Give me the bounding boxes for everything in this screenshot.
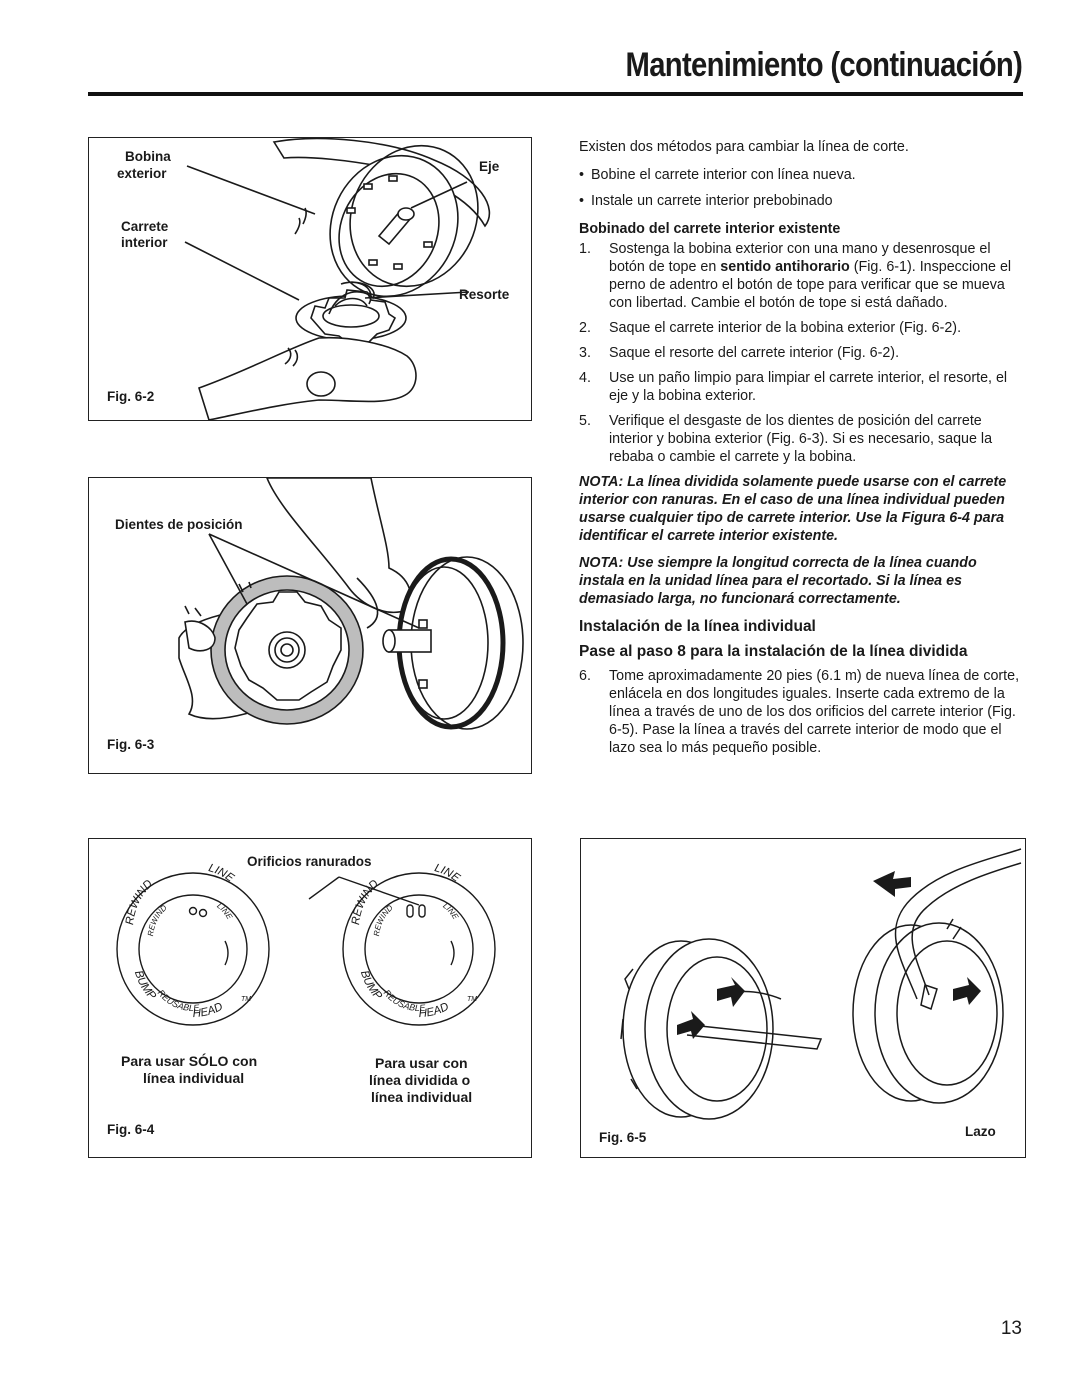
step-text-bold: sentido antihorario	[720, 259, 850, 275]
label-carrete: Carrete	[121, 219, 169, 234]
spool-text-line: LINE	[433, 862, 462, 885]
step-number: 5.	[579, 413, 591, 429]
bullet-text: Instale un carrete interior prebobinado	[591, 193, 833, 209]
label-eje: Eje	[479, 159, 500, 174]
label-resorte: Resorte	[459, 287, 510, 302]
figure-6-4: REWIND LINE REWIND LINE BUMP HEAD REUSAB…	[88, 838, 532, 1158]
spool-text-reusable: REUSABLE	[382, 988, 427, 1013]
heading-individual: Instalación de la línea individual	[579, 618, 816, 635]
spool-text-tm: TM	[241, 996, 251, 1003]
step-1: 1. Sostenga la bobina exterior con una ma…	[579, 240, 1024, 312]
title-rule	[88, 92, 1023, 96]
label-left-line1: Para usar SÓLO con	[121, 1053, 258, 1069]
step-text: Saque el carrete interior de la bobina e…	[609, 320, 962, 336]
figure-6-3: Dientes de posición Fig. 6-3	[88, 477, 532, 774]
label-interior: interior	[121, 235, 168, 250]
bullet-item: • Instale un carrete interior prebobinado	[579, 192, 1024, 210]
spool-text-reusable: REUSABLE	[156, 988, 201, 1013]
bullet-item: • Bobine el carrete interior con línea nu…	[579, 166, 1024, 184]
spool-text-tm: TM	[467, 996, 477, 1003]
label-left-line2: línea individual	[143, 1070, 245, 1086]
figure-6-5: Lazo Fig. 6-5	[580, 838, 1026, 1158]
label-exterior: exterior	[117, 166, 167, 181]
step-text: Saque el resorte del carrete interior (F…	[609, 345, 900, 361]
step-3: 3. Saque el resorte del carrete interior …	[579, 344, 1024, 362]
bullet-dot: •	[579, 167, 585, 183]
line-insertion-illustration	[620, 848, 1022, 1120]
svg-text:LINE: LINE	[433, 862, 462, 885]
label-orificios: Orificios ranurados	[247, 854, 372, 869]
page-title: Mantenimiento (continuación)	[625, 46, 1022, 84]
label-right-line2: línea dividida o	[369, 1072, 471, 1088]
position-teeth-illustration	[178, 478, 524, 730]
svg-text:REWIND: REWIND	[124, 878, 155, 926]
page-number: 13	[1000, 1318, 1022, 1339]
subheading: Bobinado del carrete interior existente	[579, 221, 841, 237]
label-dientes: Dientes de posición	[115, 517, 243, 532]
figure-6-2: Bobina exterior Eje Carrete interior Res…	[88, 137, 532, 421]
heading-dividida: Pase al paso 8 para la instalación de la…	[579, 643, 968, 660]
note-2: NOTA: Use siempre la longitud correcta d…	[579, 555, 977, 607]
spool-identification-illustration: REWIND LINE REWIND LINE BUMP HEAD REUSAB…	[116, 862, 496, 1026]
spool-text-rewind: REWIND	[124, 878, 155, 926]
note-1: NOTA: La línea dividida solamente puede …	[579, 474, 1007, 544]
figure-caption: Fig. 6-2	[107, 389, 155, 404]
step-number: 3.	[579, 345, 591, 361]
label-bobina: Bobina	[125, 149, 171, 164]
step-text: Use un paño limpio para limpiar el carre…	[609, 370, 1008, 404]
step-number: 6.	[579, 668, 591, 684]
spool-disassembly-illustration	[184, 138, 491, 420]
spool-text-rewind: REWIND	[350, 878, 381, 926]
step-number: 4.	[579, 370, 591, 386]
bullet-text: Bobine el carrete interior con línea nue…	[591, 167, 856, 183]
step-2: 2. Saque el carrete interior de la bobina…	[579, 319, 1024, 337]
step-number: 2.	[579, 320, 591, 336]
svg-text:LINE: LINE	[207, 862, 236, 885]
bullet-dot: •	[579, 193, 585, 209]
step-text: Tome aproximadamente 20 pies (6.1 m) de …	[609, 668, 1020, 756]
step-5: 5. Verifique el desgaste de los dientes d…	[579, 412, 1024, 466]
step-text: (Fig. 6-1). Inspeccione el perno de aden…	[609, 259, 1012, 311]
step-6: 6. Tome aproximadamente 20 pies (6.1 m) d…	[579, 667, 1024, 757]
svg-text:REUSABLE: REUSABLE	[156, 988, 201, 1013]
spool-text-line: LINE	[207, 862, 236, 885]
svg-text:REWIND: REWIND	[350, 878, 381, 926]
figure-caption: Fig. 6-4	[107, 1122, 155, 1137]
step-number: 1.	[579, 241, 591, 257]
label-right-line3: línea individual	[371, 1089, 473, 1105]
step-text: Verifique el desgaste de los dientes de …	[609, 413, 993, 465]
intro-text: Existen dos métodos para cambiar la líne…	[579, 139, 909, 155]
step-4: 4. Use un paño limpio para limpiar el car…	[579, 369, 1024, 405]
label-right-line1: Para usar con	[375, 1055, 468, 1071]
label-lazo: Lazo	[965, 1124, 996, 1139]
figure-caption: Fig. 6-3	[107, 737, 155, 752]
svg-text:REUSABLE: REUSABLE	[382, 988, 427, 1013]
instructions-column: Existen dos métodos para cambiar la líne…	[579, 138, 1024, 764]
step-text: Sostenga la bobina exterior con una mano…	[609, 241, 991, 275]
figure-caption: Fig. 6-5	[599, 1130, 647, 1145]
